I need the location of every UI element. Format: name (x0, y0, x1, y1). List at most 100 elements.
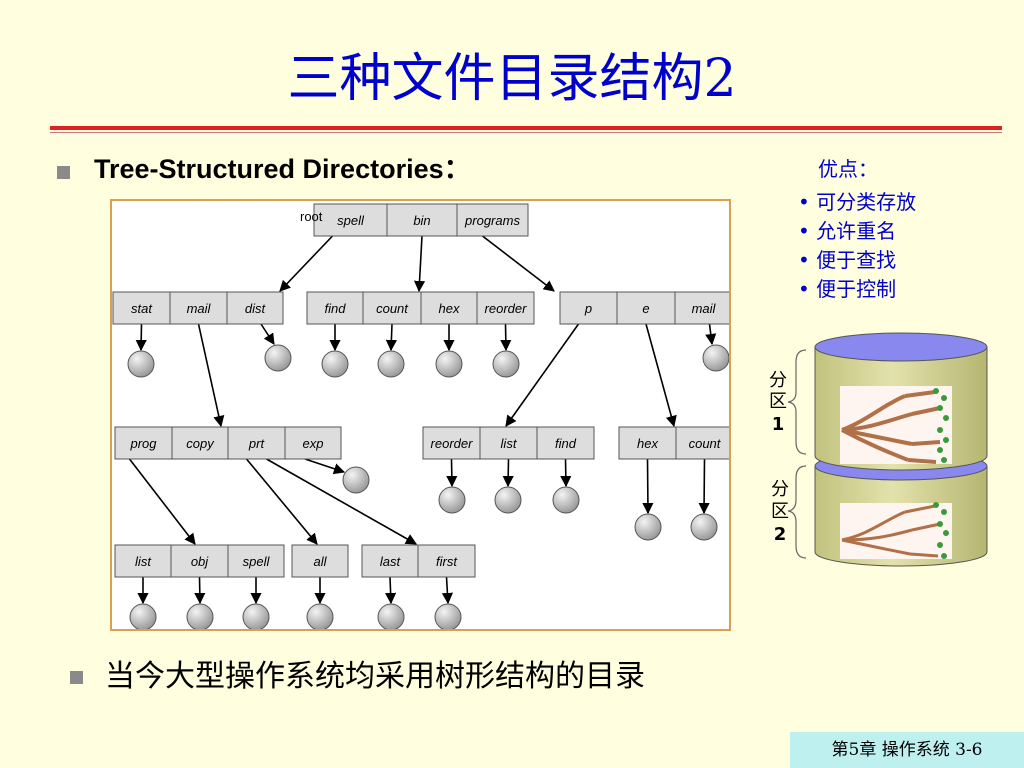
tree-edge (502, 458, 514, 488)
svg-text:分: 分 (771, 479, 789, 500)
svg-text:区: 区 (771, 501, 789, 522)
svg-text:prt: prt (248, 436, 266, 451)
subtitle: Tree-Structured Directories： (94, 154, 471, 184)
svg-text:copy: copy (186, 436, 215, 451)
advantages-list: • 可分类存放 • 允许重名 • 便于查找 • 便于控制 (798, 188, 916, 304)
directory-entry-find: find (306, 291, 364, 325)
svg-text:hex: hex (637, 436, 658, 451)
directory-entry-all: all (291, 544, 349, 578)
tree-edge (135, 323, 147, 352)
partition-2-cylinder (814, 451, 988, 567)
tree-thumbnail-icon (840, 386, 952, 464)
file-leaf-node (634, 513, 662, 541)
bullet-square-icon (70, 671, 83, 684)
svg-text:count: count (689, 436, 722, 451)
svg-text:obj: obj (191, 554, 209, 569)
svg-text:stat: stat (131, 301, 153, 316)
svg-text:find: find (325, 301, 347, 316)
directory-entry-obj: obj (170, 544, 229, 578)
bullet-square-icon (57, 166, 70, 179)
svg-text:last: last (380, 554, 402, 569)
svg-text:mail: mail (692, 301, 717, 316)
advantage-item: • 可分类存放 (798, 190, 917, 214)
tree-edge (245, 458, 318, 545)
file-leaf-node (306, 603, 334, 629)
tree-diagram-svg: spell bin programs stat mail dist find count hex… (112, 203, 729, 629)
partition-2-label: 分 区 2 (771, 479, 789, 545)
directory-entry-p: p (559, 291, 618, 325)
directory-entry-prt: prt (227, 426, 286, 460)
title-rule (50, 126, 1002, 130)
file-leaf-node (434, 603, 462, 629)
svg-text:p: p (584, 301, 592, 316)
partition-1-label: 分 区 1 (769, 370, 787, 435)
svg-text:dist: dist (245, 301, 267, 316)
directory-entry-programs: programs (456, 203, 529, 237)
svg-text:list: list (135, 554, 152, 569)
svg-text:2: 2 (774, 524, 787, 545)
svg-text:prog: prog (129, 436, 157, 451)
directory-entry-list: list (114, 544, 172, 578)
tree-thumbnail-icon (840, 503, 952, 559)
tree-edge (385, 323, 397, 352)
svg-text:分: 分 (769, 370, 787, 391)
tree-edge (385, 576, 397, 605)
svg-text:1: 1 (772, 414, 785, 435)
file-leaf-node (494, 486, 522, 514)
directory-entry-dist: dist (226, 291, 284, 325)
tree-edge (413, 235, 426, 293)
file-leaf-node (552, 486, 580, 514)
tree-edge (642, 458, 654, 515)
file-leaf-node (342, 466, 370, 494)
svg-text:spell: spell (243, 554, 271, 569)
svg-text:count: count (376, 301, 409, 316)
tree-edge (446, 458, 458, 488)
footer-chapter-page: 第5章 操作系统 3-6 (790, 732, 1024, 768)
advantage-item: • 允许重名 (798, 219, 897, 243)
directory-entry-mail: mail (674, 291, 729, 325)
svg-text:hex: hex (439, 301, 460, 316)
file-leaf-node (264, 344, 292, 372)
advantages-title: 优点： (818, 157, 878, 181)
root-label: root (300, 209, 323, 224)
file-leaf-node (129, 603, 157, 629)
file-leaf-node (377, 603, 405, 629)
file-leaf-node (242, 603, 270, 629)
tree-edge (505, 323, 580, 427)
directory-entry-first: first (417, 544, 476, 578)
svg-text:mail: mail (187, 301, 212, 316)
directory-entry-hex: hex (420, 291, 478, 325)
svg-text:find: find (555, 436, 577, 451)
file-leaf-node (127, 350, 155, 378)
file-leaf-node (492, 350, 520, 378)
directory-entry-bin: bin (386, 203, 458, 237)
bottom-statement: 当今大型操作系统均采用树形结构的目录 (105, 659, 645, 694)
tree-edge (128, 458, 196, 545)
svg-text:reorder: reorder (485, 301, 528, 316)
partition-1-brace (787, 349, 807, 455)
directory-entry-spell: spell (313, 203, 388, 237)
svg-text:exp: exp (303, 436, 324, 451)
file-leaf-node (186, 603, 214, 629)
directory-entry-count: count (362, 291, 422, 325)
advantage-item: • 便于控制 (798, 277, 897, 301)
svg-text:bin: bin (413, 213, 430, 228)
directory-entry-stat: stat (112, 291, 171, 325)
tree-edge (500, 323, 512, 352)
svg-text:programs: programs (464, 213, 520, 228)
directory-entry-copy: copy (171, 426, 229, 460)
file-leaf-node (702, 344, 729, 372)
directory-entry-hex: hex (618, 426, 677, 460)
svg-text:reorder: reorder (431, 436, 474, 451)
tree-edge (560, 458, 572, 488)
tree-edge (260, 323, 275, 345)
directory-entry-e: e (616, 291, 676, 325)
directory-entry-reorder: reorder (422, 426, 481, 460)
tree-edge (194, 576, 206, 605)
tree-edge (705, 323, 717, 346)
file-leaf-node (435, 350, 463, 378)
tree-edge (645, 323, 677, 428)
directory-entry-reorder: reorder (476, 291, 535, 325)
file-leaf-node (321, 350, 349, 378)
tree-edge (197, 323, 225, 428)
